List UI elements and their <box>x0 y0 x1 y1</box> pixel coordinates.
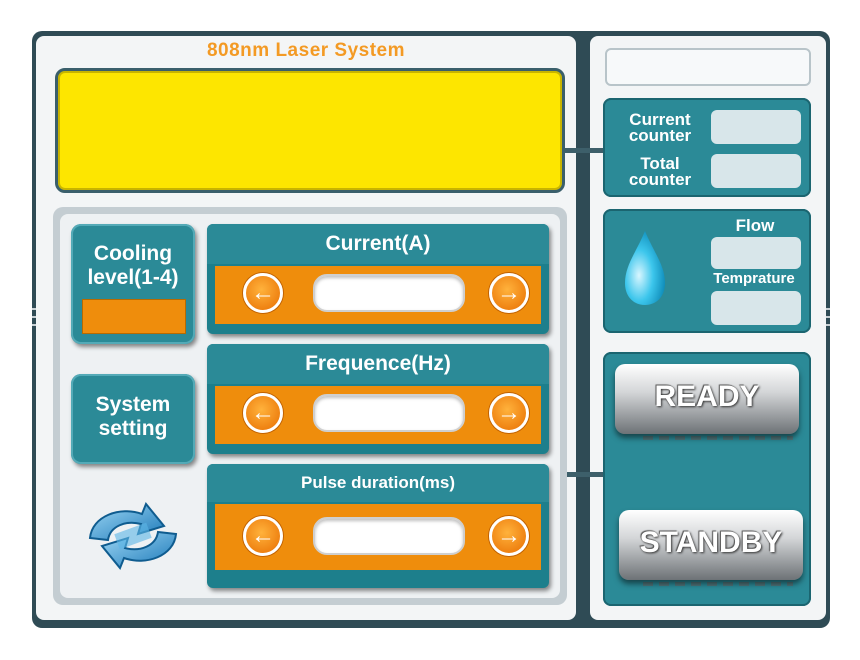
flow-label: Flow <box>735 216 775 235</box>
pulse-duration-label: Pulse duration(ms) <box>207 464 549 502</box>
status-box <box>605 48 811 86</box>
frame-stripe <box>824 316 830 318</box>
frequency-control: Frequence(Hz) ← → <box>207 344 549 454</box>
system-setting-label: System setting <box>95 393 171 440</box>
app-title: 808nm Laser System <box>206 40 406 61</box>
right-arrow-icon: → <box>497 399 521 426</box>
frequency-value-field[interactable] <box>313 394 465 432</box>
current-decrease-button[interactable]: ← <box>243 273 283 313</box>
frame-stripe <box>32 308 38 310</box>
frequency-label: Frequence(Hz) <box>207 344 549 384</box>
sensor-panel: Flow Temprature <box>603 209 811 333</box>
left-arrow-icon: ← <box>251 522 275 549</box>
current-counter-field <box>711 110 801 144</box>
cooling-level-value <box>82 299 186 334</box>
pulse-duration-decrease-button[interactable]: ← <box>243 516 283 556</box>
water-drop-icon <box>625 231 665 305</box>
cooling-level-label: Cooling level(1-4) <box>87 242 179 289</box>
total-counter-label: Total counter <box>628 154 692 189</box>
frame-stripe <box>824 308 830 310</box>
system-setting-button[interactable]: System setting <box>71 374 195 464</box>
temperature-label: Temprature <box>713 270 795 287</box>
frequency-adjuster: ← → <box>215 386 541 444</box>
ready-shadow-dash <box>643 436 793 440</box>
right-arrow-icon: → <box>497 522 521 549</box>
standby-button[interactable]: STANDBY <box>619 510 803 580</box>
mode-panel: READY STANDBY <box>603 352 811 606</box>
connector-line <box>565 148 605 153</box>
frame-stripe <box>824 324 830 326</box>
pulse-duration-value-field[interactable] <box>313 517 465 555</box>
pulse-duration-increase-button[interactable]: → <box>489 516 529 556</box>
current-value-field[interactable] <box>313 274 465 312</box>
refresh-icon[interactable] <box>80 500 186 572</box>
pulse-duration-control: Pulse duration(ms) ← → <box>207 464 549 588</box>
pulse-duration-adjuster: ← → <box>215 504 541 570</box>
standby-shadow-dash <box>643 582 793 586</box>
frame-stripe <box>32 316 38 318</box>
flow-field <box>711 237 801 269</box>
left-arrow-icon: ← <box>251 399 275 426</box>
ready-label: READY <box>654 380 760 413</box>
total-counter-field <box>711 154 801 188</box>
current-adjuster: ← → <box>215 266 541 324</box>
current-increase-button[interactable]: → <box>489 273 529 313</box>
counter-panel: Current counter Total counter <box>603 98 811 197</box>
current-label: Current(A) <box>207 224 549 264</box>
frame-stripe <box>32 324 38 326</box>
current-counter-label: Current counter <box>628 110 692 145</box>
left-arrow-icon: ← <box>251 279 275 306</box>
cooling-level-tile[interactable]: Cooling level(1-4) <box>71 224 195 344</box>
ready-button[interactable]: READY <box>615 364 799 434</box>
current-control: Current(A) ← → <box>207 224 549 334</box>
frequency-increase-button[interactable]: → <box>489 393 529 433</box>
right-arrow-icon: → <box>497 279 521 306</box>
temperature-field <box>711 291 801 325</box>
main-display <box>55 68 565 193</box>
standby-label: STANDBY <box>639 526 783 559</box>
connector-line <box>566 472 606 477</box>
frequency-decrease-button[interactable]: ← <box>243 393 283 433</box>
